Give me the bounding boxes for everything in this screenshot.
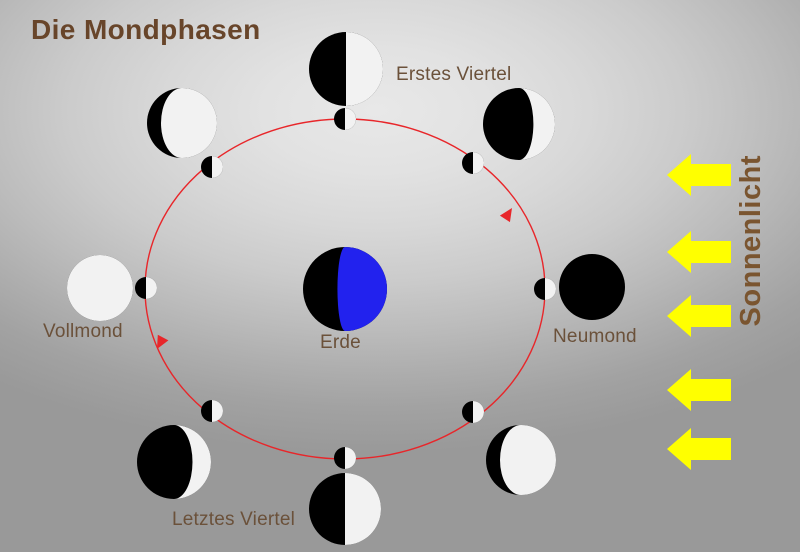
orbit-moon-first-quarter <box>334 108 356 130</box>
orbit-moon-full <box>135 277 157 299</box>
moon-lit-region <box>500 425 556 495</box>
label-last-quarter: Letztes Viertel <box>172 509 296 530</box>
sunlight-arrows <box>667 154 731 470</box>
moon-lit-region <box>473 152 484 174</box>
moon-full <box>67 255 133 321</box>
sunlight-arrow-3 <box>667 295 731 337</box>
page-title: Die Mondphasen <box>31 14 261 45</box>
moon-waxing-gibbous <box>147 88 217 158</box>
moon-waning-gibbous <box>486 425 556 495</box>
orbit-moon-waning-crescent <box>462 401 484 423</box>
label-full-moon: Vollmond <box>43 321 123 342</box>
moon-first-quarter <box>309 32 383 106</box>
moon-lit-region <box>161 88 217 158</box>
orbit-direction-arrows <box>157 208 512 349</box>
moon-lit-region <box>212 156 223 178</box>
moon-last-quarter <box>309 473 381 545</box>
orbit-moon-last-quarter <box>334 447 356 469</box>
orbit-arrow-left <box>157 334 169 349</box>
moon-lit-region <box>345 473 381 545</box>
orbit-arrow-right <box>499 208 512 223</box>
label-first-quarter: Erstes Viertel <box>396 64 512 85</box>
label-sunlight: Sonnenlicht <box>735 155 767 327</box>
moon-waxing-crescent <box>483 88 555 160</box>
sunlight-arrow-5 <box>667 428 731 470</box>
orbit-moon-markers <box>135 108 556 469</box>
sunlight-arrow-2 <box>667 231 731 273</box>
moon-lit-region <box>519 88 555 160</box>
earth-globe-shape <box>303 247 387 331</box>
moon-new <box>559 254 625 320</box>
orbit-moon-new <box>534 278 556 300</box>
moon-dark-disc <box>559 254 625 320</box>
label-new-moon: Neumond <box>553 326 637 347</box>
moon-lit-region <box>346 32 383 106</box>
orbit-moon-waxing-gibbous <box>201 156 223 178</box>
sunlight-arrow-1 <box>667 154 731 196</box>
moon-lit-disc <box>67 255 133 321</box>
moon-lit-region <box>345 447 356 469</box>
earth-globe <box>303 247 387 331</box>
moon-lit-region <box>473 401 484 423</box>
earth-day-side <box>337 247 387 331</box>
sunlight-arrow-4 <box>667 369 731 411</box>
orbit-moon-waning-gibbous <box>201 400 223 422</box>
moon-lit-region <box>146 277 157 299</box>
moon-lit-region <box>545 278 556 300</box>
moon-waning-crescent <box>137 425 211 499</box>
moon-lit-region <box>174 425 211 499</box>
label-earth: Erde <box>320 332 361 353</box>
moon-phase-globes <box>67 32 625 545</box>
moon-lit-region <box>345 108 356 130</box>
orbit-moon-waxing-crescent <box>462 152 484 174</box>
moon-lit-region <box>212 400 223 422</box>
